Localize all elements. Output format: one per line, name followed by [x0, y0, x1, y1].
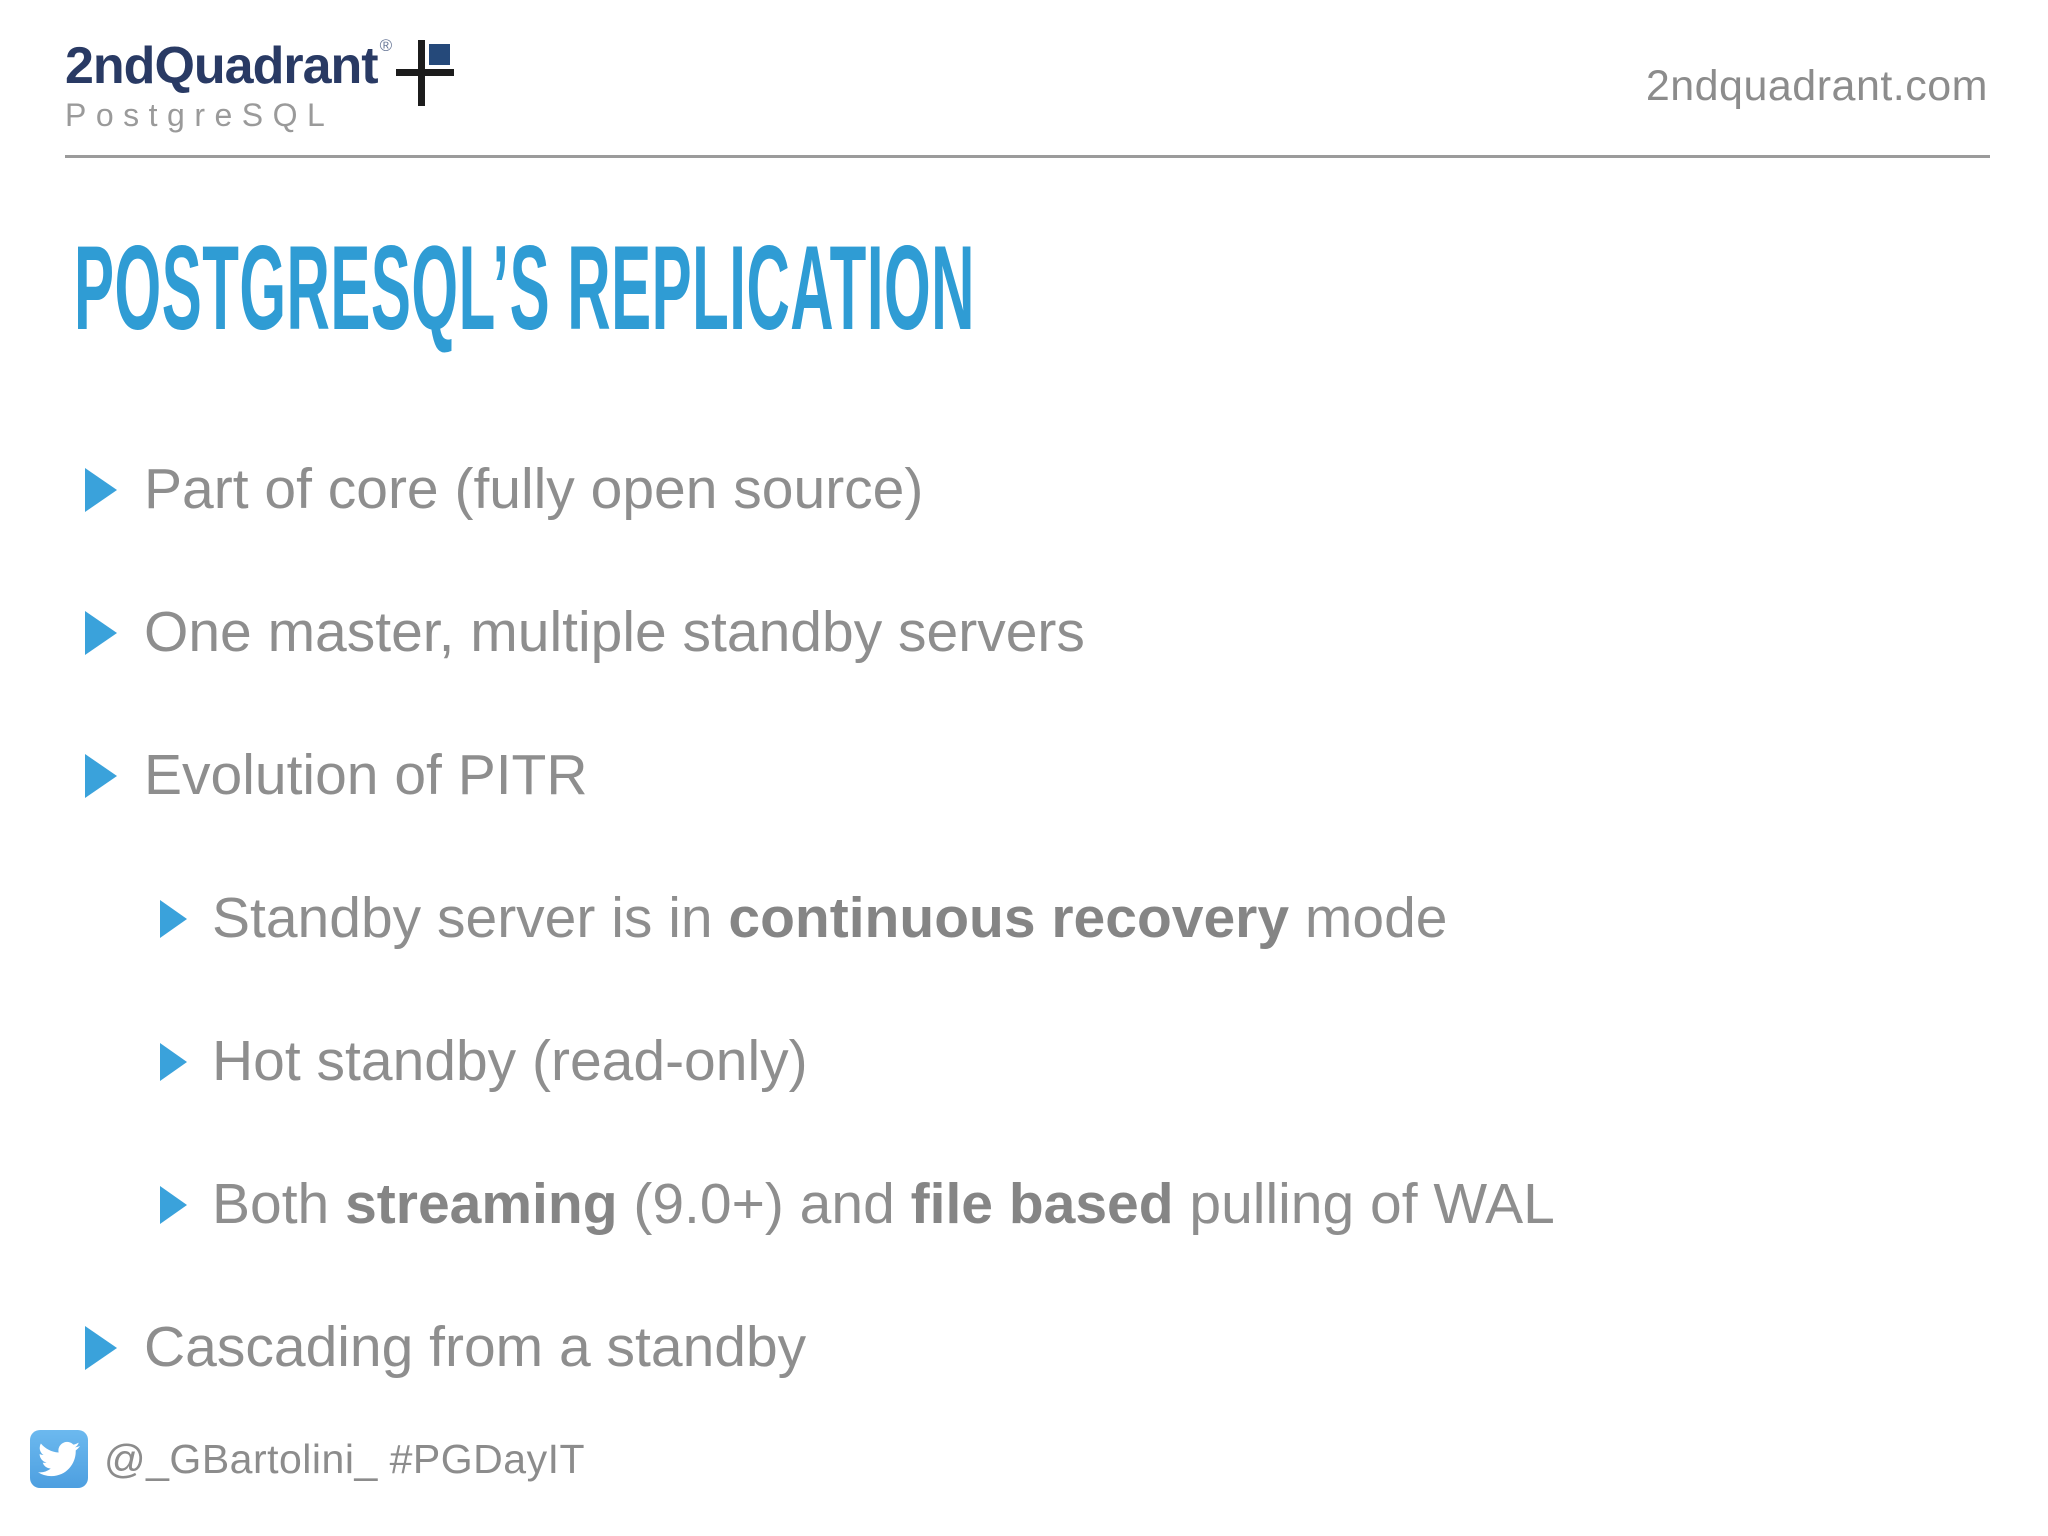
bullet-arrow-icon — [85, 610, 120, 655]
header-divider — [65, 155, 1990, 158]
registered-trademark-icon: ® — [379, 36, 393, 55]
logo-subtitle: PostgreSQL — [65, 97, 335, 133]
list-item: Both streaming (9.0+) and file based pul… — [0, 1133, 2048, 1276]
bullet-list: Part of core (fully open source) One mast… — [0, 418, 2048, 1419]
list-item: Standby server is in continuous recovery… — [0, 847, 2048, 990]
footer: @_GBartolini_ #PGDayIT — [30, 1430, 585, 1488]
list-item: Evolution of PITR — [0, 704, 2048, 847]
quadrant-cross-icon: ® — [380, 36, 474, 116]
bullet-arrow-icon — [160, 1042, 190, 1081]
site-url: 2ndquadrant.com — [1645, 62, 1988, 110]
bullet-arrow-icon — [160, 899, 190, 938]
list-item: Hot standby (read-only) — [0, 990, 2048, 1133]
list-item: One master, multiple standby servers — [0, 561, 2048, 704]
bullet-text: Part of core (fully open source) — [144, 456, 924, 521]
bullet-arrow-icon — [85, 467, 120, 512]
list-item: Cascading from a standby — [0, 1276, 2048, 1419]
twitter-bird-icon — [30, 1430, 88, 1488]
bullet-text: Evolution of PITR — [144, 742, 588, 807]
bullet-text: One master, multiple standby servers — [144, 599, 1085, 664]
logo-text: 2ndQuadrant PostgreSQL — [65, 37, 379, 135]
logo: 2ndQuadrant PostgreSQL ® — [65, 36, 474, 135]
list-item: Part of core (fully open source) — [0, 418, 2048, 561]
bullet-text: Hot standby (read-only) — [212, 1028, 808, 1093]
bullet-text: Standby server is in continuous recovery… — [212, 885, 1448, 950]
logo-brand: 2ndQuadrant — [65, 37, 379, 95]
bullet-text: Cascading from a standby — [144, 1314, 807, 1379]
twitter-handle: @_GBartolini_ #PGDayIT — [104, 1435, 586, 1482]
bullet-arrow-icon — [85, 753, 120, 798]
page-title: POSTGRESQL’S REPLICATION — [74, 221, 975, 355]
bullet-arrow-icon — [160, 1185, 190, 1224]
bullet-text: Both streaming (9.0+) and file based pul… — [212, 1171, 1555, 1236]
bullet-arrow-icon — [85, 1325, 120, 1370]
